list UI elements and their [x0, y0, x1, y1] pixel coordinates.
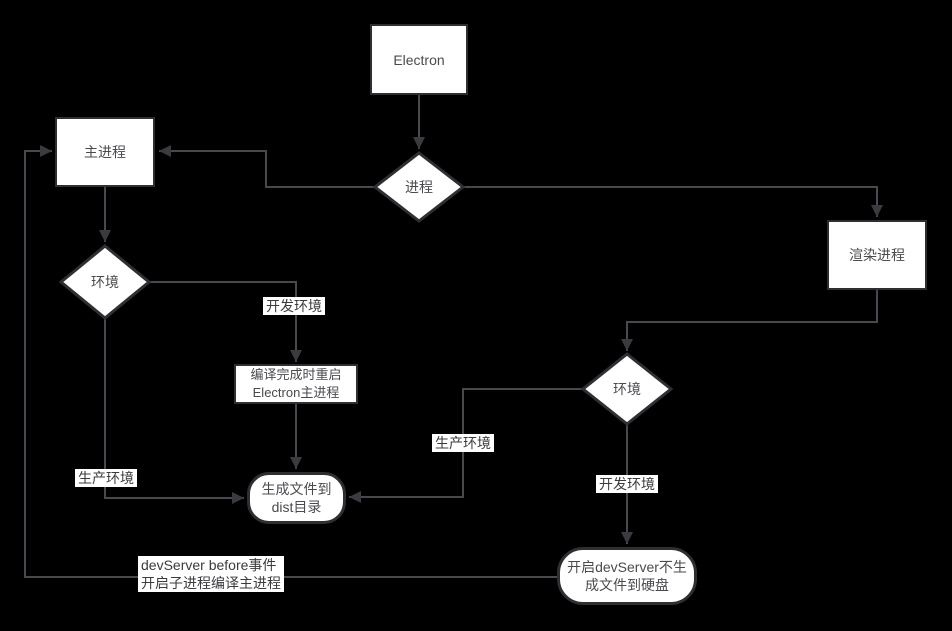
node-recompile-restart-line2: Electron主进程: [252, 385, 340, 400]
edge-env-left-to-dist-output: [104, 318, 244, 504]
edge-dev-server-to-main-process: [24, 145, 557, 578]
edge-process-to-main-process: [159, 145, 374, 188]
env-right-diamond: [580, 352, 674, 426]
node-dist-output-line1: 生成文件到: [261, 481, 332, 497]
edge-label-prod-env-right: 生产环境: [432, 434, 494, 452]
node-electron: Electron: [370, 24, 468, 95]
edge-label-dev-server-before-line1: devServer before事件: [141, 557, 277, 573]
node-env-right-label: 环境: [613, 381, 641, 397]
env-left-diamond: [58, 244, 152, 320]
node-main-process-label: 主进程: [84, 144, 126, 160]
node-recompile-restart: 编译完成时重启 Electron主进程: [234, 364, 358, 404]
node-main-process: 主进程: [55, 117, 155, 187]
edge-label-dev-env-left: 开发环境: [263, 297, 325, 315]
edge-label-dev-server-before: devServer before事件 开启子进程编译主进程: [138, 556, 284, 592]
edge-label-dev-server-before-line2: 开启子进程编译主进程: [141, 575, 281, 591]
edge-env-left-to-recompile: [150, 281, 302, 362]
edge-process-to-render-process: [464, 186, 883, 217]
node-dev-server: 开启devServer不生 成文件到硬盘: [557, 547, 697, 605]
edge-label-prod-env-left: 生产环境: [75, 469, 137, 487]
edge-label-dev-env-right: 开发环境: [596, 475, 658, 493]
node-dist-output: 生成文件到 dist目录: [247, 472, 346, 524]
node-render-process: 渲染进程: [827, 220, 927, 290]
node-dist-output-line2: dist目录: [271, 499, 322, 515]
node-recompile-restart-line1: 编译完成时重启: [250, 367, 342, 382]
node-electron-label: Electron: [393, 51, 445, 68]
edge-render-process-to-env-right: [621, 290, 878, 351]
node-dev-server-line1: 开启devServer不生: [567, 559, 687, 575]
node-dev-server-line2: 成文件到硬盘: [585, 577, 669, 593]
node-process-decision-label: 进程: [405, 179, 433, 195]
node-render-process-label: 渲染进程: [849, 247, 905, 263]
node-env-left-label: 环境: [91, 274, 119, 290]
process-decision-diamond: [372, 151, 466, 223]
